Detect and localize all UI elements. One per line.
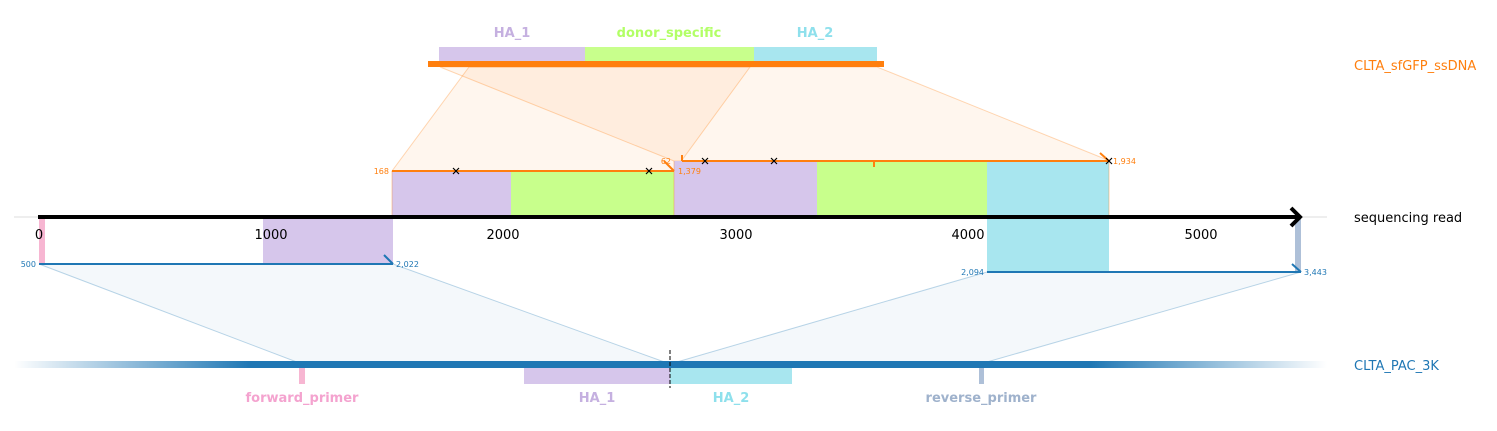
align-pac-left-arrow [383, 254, 394, 265]
read-ha2-block-lower [987, 217, 1109, 272]
mismatch-mark [452, 167, 460, 175]
read-rev-primer-mark [1295, 217, 1301, 272]
pac-ha1-block [524, 368, 670, 384]
pac-left-end-label: 2,022 [396, 260, 419, 269]
read-ha1-block-1 [392, 171, 511, 217]
pac-right-projection [669, 271, 1302, 365]
ssdna-ha1-label: HA_1 [494, 26, 531, 41]
ssdna-ha2-block [754, 47, 877, 62]
ssdna-donor-block [585, 47, 754, 62]
tick-label: 3000 [719, 228, 752, 243]
read-ha1-block-lower [263, 217, 393, 264]
ssdna-donor-label: donor_specific [617, 26, 722, 41]
mismatch-mark [701, 157, 709, 165]
pac-rev-primer-block [979, 368, 984, 384]
pac-right-end-label: 3,443 [1304, 268, 1327, 277]
ssdna-left-end-label: 1,379 [678, 167, 701, 176]
align-ssdna-left-arrow [663, 160, 675, 172]
ssdna-ha2-label: HA_2 [797, 26, 834, 41]
tick-label: 2000 [486, 228, 519, 243]
tick-label: 0 [35, 228, 43, 243]
align-pac-right-arrow [1291, 263, 1302, 273]
ssdna-ha1-block [439, 47, 585, 62]
read-name-label: sequencing read [1354, 211, 1462, 226]
tick-label: 4000 [951, 228, 984, 243]
pac-ha2-label: HA_2 [713, 391, 750, 406]
pac-left-start-label: 500 [21, 260, 36, 269]
tick-label: 1000 [254, 228, 287, 243]
pac-fwd-label: forward_primer [246, 391, 360, 406]
mismatch-mark [770, 157, 778, 165]
ssdna-left-start-label: 168 [374, 167, 389, 176]
pac-ha2-block [670, 368, 792, 384]
read-axis-ticks: 0 1000 2000 3000 4000 5000 [35, 228, 1218, 243]
pac-fwd-primer-block [299, 368, 305, 384]
pac-left-projection [38, 263, 671, 365]
ssdna-right-projection [439, 66, 1111, 162]
pac-right-start-label: 2,094 [961, 268, 984, 277]
read-ha2-block-top [987, 161, 1109, 217]
ssdna-right-start-label: 62 [661, 157, 671, 166]
ssdna-bar [428, 61, 884, 67]
mismatch-mark [645, 167, 653, 175]
mismatch-mark [1105, 157, 1113, 165]
ssdna-name-label: CLTA_sfGFP_ssDNA [1354, 59, 1476, 74]
read-ha1-block-2 [674, 161, 817, 217]
ssdna-right-end-label: 1,934 [1113, 157, 1136, 166]
read-donor-block-2 [817, 161, 987, 217]
pac-name-label: CLTA_PAC_3K [1354, 359, 1439, 374]
tick-label: 5000 [1184, 228, 1217, 243]
read-fwd-primer-mark [39, 217, 45, 264]
read-axis-arrowhead [1289, 206, 1303, 228]
pac-rev-label: reverse_primer [926, 391, 1038, 406]
mismatch-markers [452, 157, 1113, 175]
read-donor-block-1 [511, 171, 674, 217]
pac-ha1-label: HA_1 [579, 391, 616, 406]
